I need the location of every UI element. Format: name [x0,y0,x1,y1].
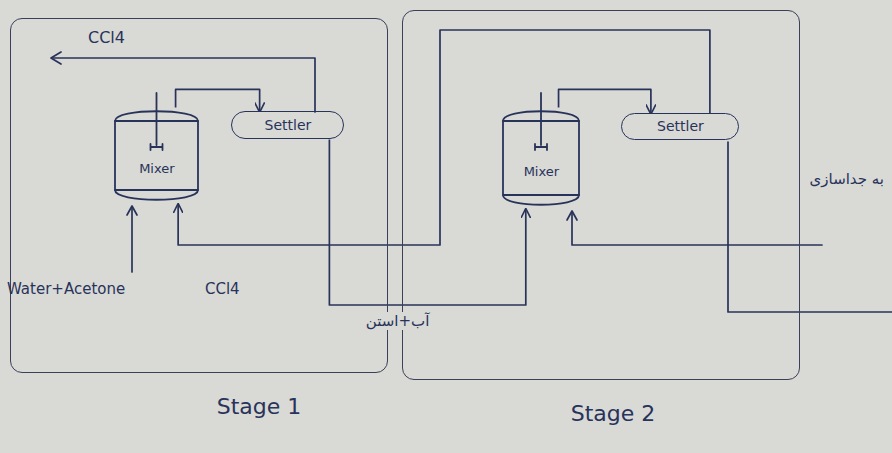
stage-boundary: MixerSettlerStage 2 [402,10,800,380]
agitator-shaft [540,93,542,145]
vessel-outline [502,107,580,209]
process-stream [176,89,260,111]
process-stream [329,139,525,305]
solvent-feed-line [572,212,822,245]
process-stream [178,30,710,245]
stream-label: به جداسازی [810,170,884,188]
impeller [535,144,547,150]
stream-label: CCl4 [88,28,125,47]
arrow-head [127,206,137,215]
stream-label: CCl4 [205,280,240,298]
arrow-head [51,52,61,64]
vessel-outline [114,107,199,204]
impeller [151,144,163,150]
stage-title: Stage 2 [571,401,656,427]
stage-title: Stage 1 [217,394,302,420]
stage-boundary: MixerSettlerStage 1 [10,18,388,373]
stream-label: آب+استن [363,312,433,330]
unit-name: Mixer [524,164,559,180]
arrow-head [567,211,577,220]
settler-tank: Settler [621,113,739,140]
unit-name: Settler [657,118,704,135]
unit-name: Settler [265,117,312,134]
mixer-vessel: Mixer [502,107,580,209]
process-stream [559,89,651,113]
product-line [728,142,892,312]
unit-name: Mixer [139,161,174,177]
mixer-vessel: Mixer [114,107,199,204]
agitator-shaft [156,93,158,145]
settler-tank: Settler [231,111,344,139]
feed-line [131,207,133,272]
solvent-outlet-line [52,58,315,112]
stream-label: Water+Acetone [7,280,125,298]
